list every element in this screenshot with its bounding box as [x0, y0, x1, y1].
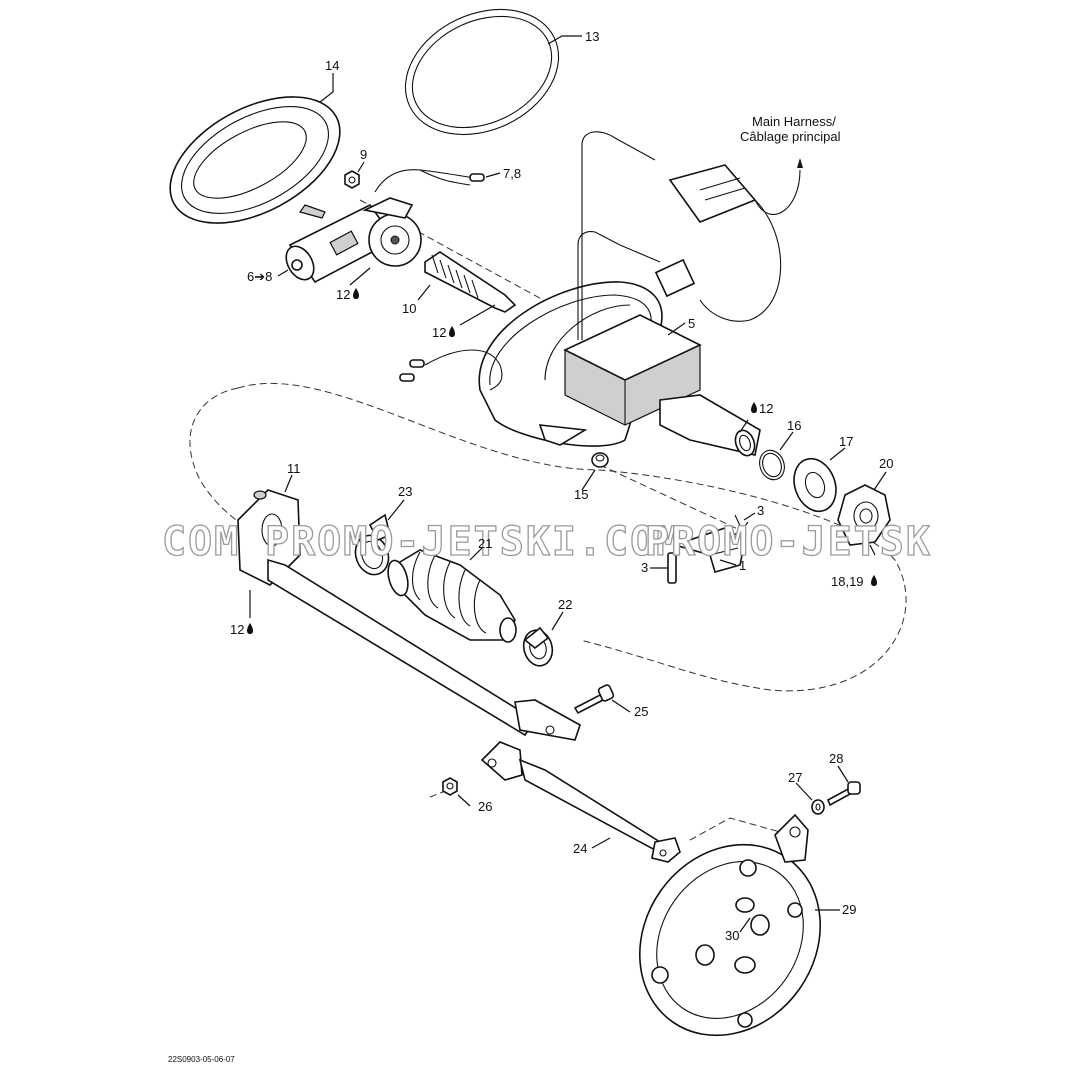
label-12-b: 12: [432, 325, 446, 340]
label-6-8: 6➔8: [247, 269, 272, 284]
part-30-bushings: [695, 897, 770, 974]
part-7-8-wire-terminals: [374, 169, 485, 193]
watermark: COM PROMO-JETSKI.COM PROMO-JETSK: [161, 518, 932, 565]
label-17: 17: [839, 434, 853, 449]
part-20-hex-nut: [837, 484, 891, 546]
part-5-gear-housing: [399, 131, 803, 457]
harness-line-2: Câblage principal: [740, 129, 841, 144]
label-3-a: 3: [757, 503, 764, 518]
part-25-bolt: [573, 684, 615, 715]
part-13-seal-ring: [404, 8, 560, 136]
label-28: 28: [829, 751, 843, 766]
watermark-right: PROMO-JETSK: [645, 519, 932, 565]
label-25: 25: [634, 704, 648, 719]
droplet-icons: [247, 288, 877, 634]
part-15-vent: [591, 452, 609, 468]
drawing-reference-code: 22S0903-05-06-07: [168, 1055, 235, 1064]
label-3-b: 3: [641, 560, 648, 575]
droplet-icon: [353, 288, 359, 299]
label-29: 29: [842, 902, 856, 917]
part-27-washer: [811, 799, 825, 815]
label-23: 23: [398, 484, 412, 499]
label-24: 24: [573, 841, 587, 856]
watermark-left: COM: [162, 519, 240, 565]
label-10: 10: [402, 301, 416, 316]
part-17-washer: [793, 457, 837, 513]
part-23-clamp: [354, 513, 391, 576]
watermark-middle: PROMO-JETSKI.COM: [265, 519, 682, 565]
part-21-rubber-boot: [387, 549, 517, 643]
label-22: 22: [558, 597, 572, 612]
part-14-cover: [169, 96, 341, 224]
harness-line-1: Main Harness/: [752, 114, 836, 129]
leader-lines: [249, 35, 887, 933]
label-7-8: 7,8: [503, 166, 521, 181]
part-10-worm-shaft: [424, 251, 517, 313]
part-11-shift-shaft: [237, 489, 581, 741]
part-9-nut: [344, 170, 360, 189]
label-27: 27: [788, 770, 802, 785]
label-1: 1: [739, 558, 746, 573]
label-14: 14: [325, 58, 339, 73]
part-16-o-ring: [759, 449, 785, 481]
part-3-clip-upper: [734, 514, 749, 532]
label-20: 20: [879, 456, 893, 471]
label-13: 13: [585, 29, 599, 44]
label-11: 11: [287, 461, 301, 476]
label-18-19: 18,19: [831, 574, 864, 589]
label-15: 15: [574, 487, 588, 502]
part-26-nut: [442, 777, 458, 796]
part-6-motor: [285, 197, 422, 284]
part-28-screw: [826, 781, 861, 807]
part-labels: 13 14 9 7,8 6➔8 12 10 12 5 12 16 17 20 1…: [230, 29, 893, 943]
droplet-icon: [247, 623, 253, 634]
label-12-d: 12: [230, 622, 244, 637]
label-12-c: 12: [759, 401, 773, 416]
droplet-icon: [871, 575, 877, 586]
assembly-guide-lines: [189, 199, 907, 841]
droplet-icon: [449, 326, 455, 337]
main-harness-callout: Main Harness/ Câblage principal: [740, 114, 841, 144]
label-30: 30: [725, 928, 739, 943]
part-1-bracket: [672, 527, 746, 573]
droplet-icon: [751, 402, 757, 413]
label-12-a: 12: [336, 287, 350, 302]
part-29-mounting-ring: [638, 813, 822, 1037]
label-9: 9: [360, 147, 367, 162]
label-26: 26: [478, 799, 492, 814]
label-21: 21: [478, 536, 492, 551]
label-5: 5: [688, 316, 695, 331]
part-24-link-rod: [480, 741, 681, 863]
part-22-clamp: [522, 626, 554, 667]
label-16: 16: [787, 418, 801, 433]
